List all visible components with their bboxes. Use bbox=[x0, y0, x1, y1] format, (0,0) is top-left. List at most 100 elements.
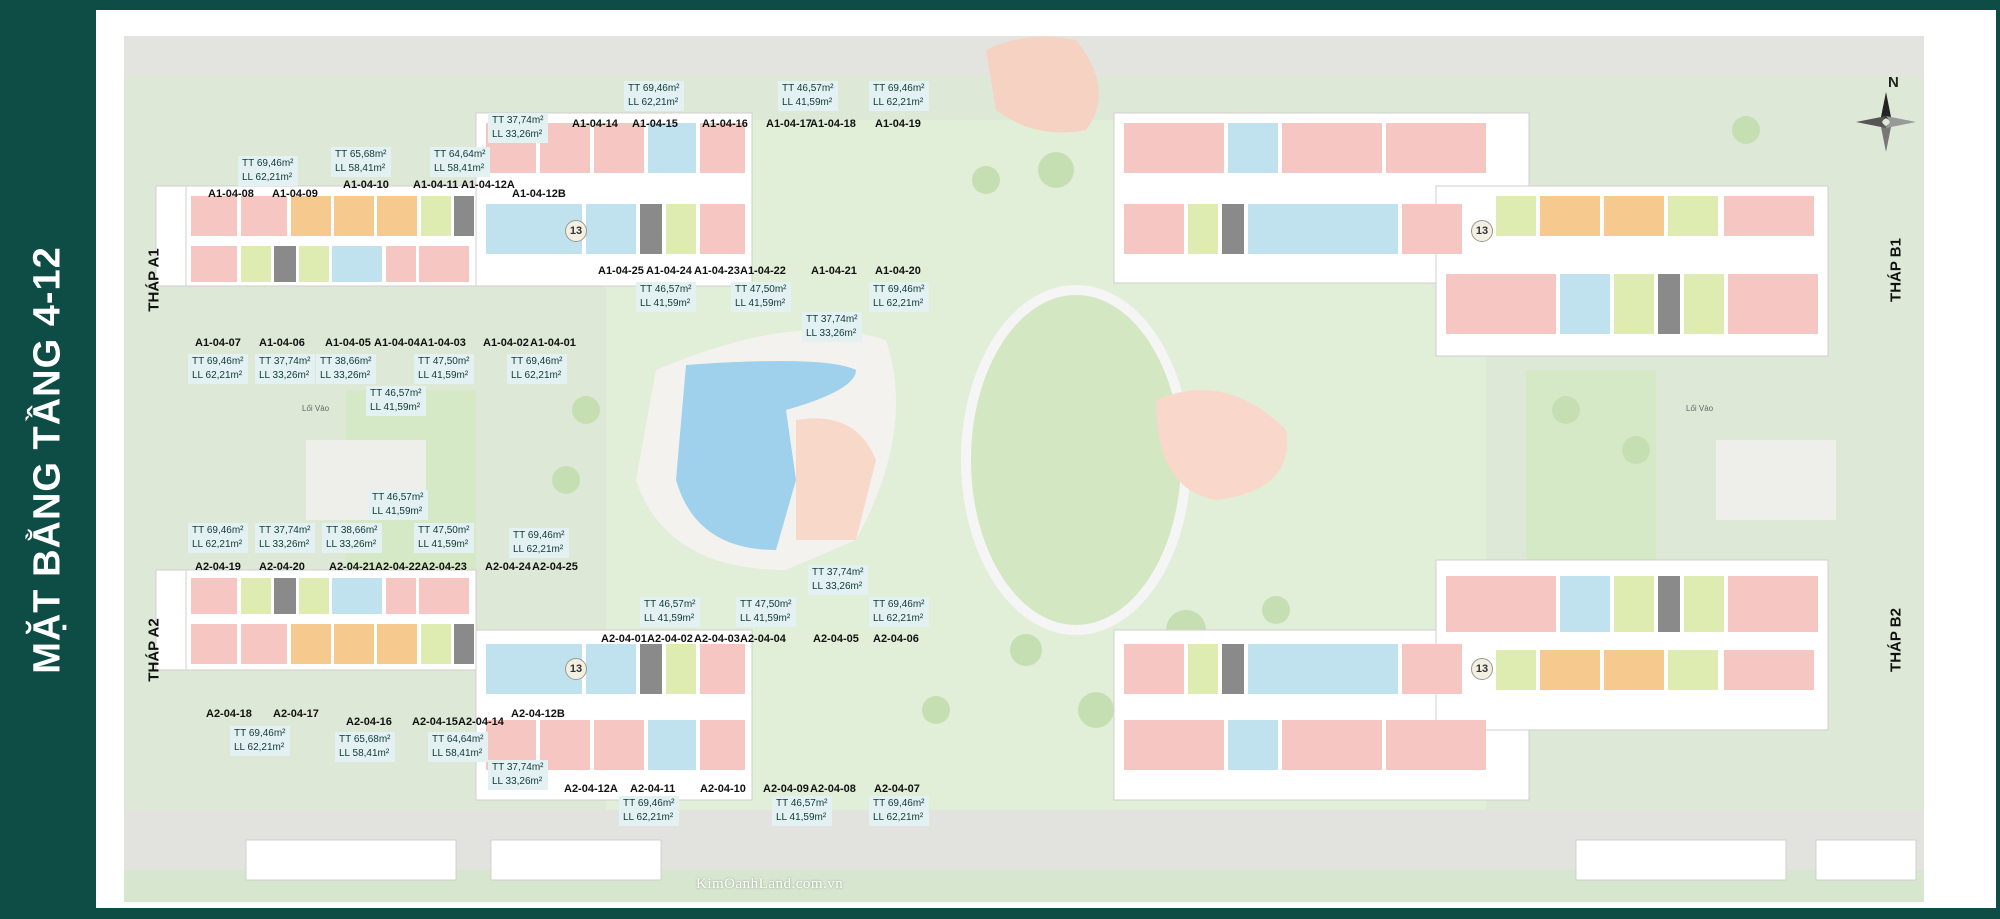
floor-13-marker: 13 bbox=[565, 658, 587, 680]
unit-label: A1-04-01 bbox=[530, 337, 576, 349]
unit-label: A2-04-12A bbox=[564, 783, 618, 795]
pool-terrace bbox=[796, 418, 876, 540]
unit-label: A1-04-10 bbox=[343, 179, 389, 191]
watermark: KimOanhLand.com.vn bbox=[696, 876, 844, 892]
unit-label: A1-04-16 bbox=[702, 118, 748, 130]
unit-label: A2-04-06 bbox=[873, 633, 919, 645]
unit-label: A2-04-10 bbox=[700, 783, 746, 795]
unit-label: A1-04-04 bbox=[374, 337, 420, 349]
unit-label: A1-04-18 bbox=[810, 118, 856, 130]
unit-label: A1-04-24 bbox=[646, 265, 692, 277]
unit-label: A2-04-24 bbox=[485, 561, 531, 573]
unit-label: A2-04-03 bbox=[694, 633, 740, 645]
unit-label: A1-04-05 bbox=[325, 337, 371, 349]
unit-label: A1-04-20 bbox=[875, 265, 921, 277]
unit-label: A2-04-08 bbox=[810, 783, 856, 795]
unit-label: A2-04-19 bbox=[195, 561, 241, 573]
unit-label: A1-04-03 bbox=[420, 337, 466, 349]
central-lawn bbox=[961, 285, 1191, 635]
unit-label: A2-04-07 bbox=[874, 783, 920, 795]
unit-label: A1-04-15 bbox=[632, 118, 678, 130]
unit-label: A1-04-17 bbox=[766, 118, 812, 130]
tower-b2-label: THÁP B2 bbox=[1887, 608, 1905, 672]
parking-b bbox=[1716, 440, 1836, 520]
unit-label: A1-04-12B bbox=[512, 188, 566, 200]
tower-a2-label: THÁP A2 bbox=[145, 618, 163, 682]
entrance-plaza bbox=[986, 36, 1099, 133]
unit-label: A1-04-19 bbox=[875, 118, 921, 130]
unit-label: A1-04-21 bbox=[811, 265, 857, 277]
unit-label: A1-04-02 bbox=[483, 337, 529, 349]
unit-label: A2-04-16 bbox=[346, 716, 392, 728]
unit-label: A2-04-14 bbox=[458, 716, 504, 728]
tower-a2-building bbox=[155, 569, 753, 801]
unit-label: A2-04-09 bbox=[763, 783, 809, 795]
unit-label: A1-04-14 bbox=[572, 118, 618, 130]
unit-label: A2-04-02 bbox=[647, 633, 693, 645]
unit-label: A2-04-22 bbox=[375, 561, 421, 573]
unit-label: A2-04-21 bbox=[329, 561, 375, 573]
unit-label: A2-04-11 bbox=[630, 783, 676, 795]
unit-label: A1-04-12A bbox=[461, 179, 515, 191]
tower-a1-label: THÁP A1 bbox=[145, 248, 163, 312]
unit-label: A2-04-15 bbox=[412, 716, 458, 728]
unit-label: A2-04-18 bbox=[206, 708, 252, 720]
page-title: MẶT BẰNG TẦNG 4-12 bbox=[26, 246, 69, 674]
unit-label: A2-04-20 bbox=[259, 561, 305, 573]
site-plan-panel: N Lối Vào Lối Vào THÁP A1 THÁP A2 THÁP B… bbox=[96, 10, 1996, 908]
entry-label-east: Lối Vào bbox=[1686, 404, 1714, 413]
tower-b1-building bbox=[1113, 112, 1829, 357]
floor-13-marker: 13 bbox=[1471, 220, 1493, 242]
unit-label: A1-04-25 bbox=[598, 265, 644, 277]
site-plan-map bbox=[96, 10, 1996, 908]
entry-label-west: Lối Vào bbox=[302, 404, 330, 413]
unit-label: A2-04-04 bbox=[740, 633, 786, 645]
compass-rose-icon bbox=[1856, 92, 1916, 152]
plaza-east bbox=[1156, 390, 1288, 500]
unit-label: A1-04-07 bbox=[195, 337, 241, 349]
unit-label: A2-04-25 bbox=[532, 561, 578, 573]
unit-label: A2-04-23 bbox=[421, 561, 467, 573]
unit-label: A2-04-01 bbox=[601, 633, 647, 645]
unit-label: A1-04-11 bbox=[413, 179, 459, 191]
tower-b1-label: THÁP B1 bbox=[1887, 238, 1905, 302]
unit-label: A2-04-05 bbox=[813, 633, 859, 645]
compass-north-label: N bbox=[1888, 74, 1899, 91]
swimming-pool bbox=[676, 361, 856, 550]
unit-label: A1-04-08 bbox=[208, 188, 254, 200]
unit-label: A1-04-22 bbox=[740, 265, 786, 277]
tower-b2-building bbox=[1113, 559, 1829, 801]
unit-label: A2-04-17 bbox=[273, 708, 319, 720]
floor-13-marker: 13 bbox=[565, 220, 587, 242]
